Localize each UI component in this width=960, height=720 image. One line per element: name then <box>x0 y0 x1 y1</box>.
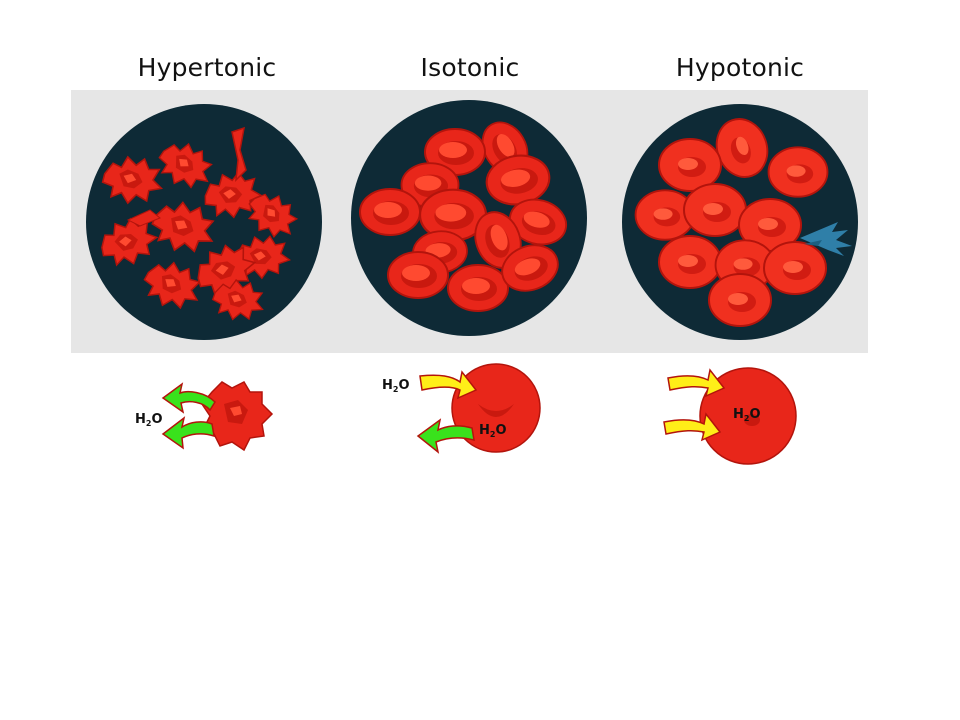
burst-cell-spray <box>800 222 852 256</box>
isotonic-h2o-label-outside: H2O <box>382 378 410 394</box>
hypotonic-cell <box>699 367 797 465</box>
hypertonic-title: Hypertonic <box>137 53 277 82</box>
isotonic-cell <box>451 363 541 453</box>
water-out-arrow-bottom <box>161 416 215 450</box>
hypertonic-field <box>86 104 322 340</box>
hypotonic-field <box>622 104 858 340</box>
water-in-arrow <box>419 370 478 400</box>
hypertonic-h2o-label: H2O <box>135 412 163 428</box>
hypotonic-title: Hypotonic <box>675 53 805 82</box>
water-out-arrow <box>416 418 475 454</box>
water-out-arrow-top <box>161 382 216 414</box>
isotonic-title: Isotonic <box>420 53 520 82</box>
water-in-arrow-top <box>667 368 726 398</box>
water-in-arrow-bottom <box>663 412 722 442</box>
isotonic-field <box>351 100 587 336</box>
hypotonic-h2o-label: H2O <box>733 407 761 423</box>
hypertonic-cell <box>201 381 274 452</box>
isotonic-h2o-label-inside: H2O <box>479 423 507 439</box>
